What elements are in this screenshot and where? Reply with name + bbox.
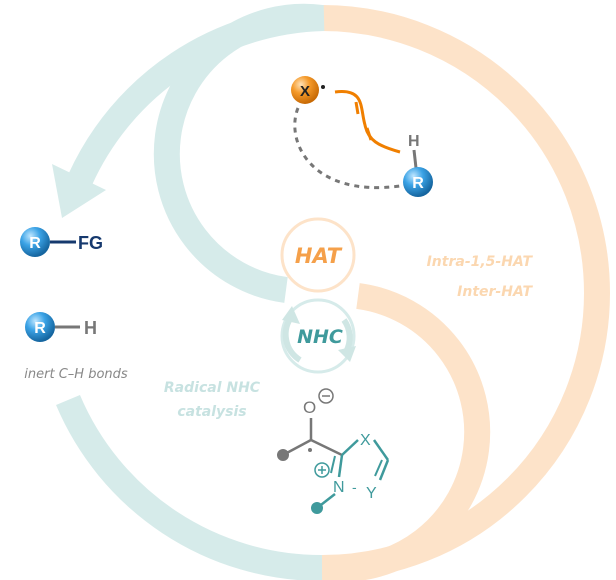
radical-dot-c [308, 448, 312, 452]
x-radical-sphere [291, 76, 319, 104]
h-top-label: H [408, 133, 420, 150]
intra-hat-label: Intra-1,5-HAT [427, 254, 534, 270]
hat-arrow [334, 90, 401, 154]
hat-circle [280, 217, 356, 293]
inter-hat-label: Inter-HAT [457, 284, 533, 300]
c-ring-bond [310, 438, 343, 457]
ring-n-c2-double [330, 455, 336, 474]
nhc-label: NHC [297, 326, 343, 348]
radical-nhc-label-1: Radical NHC [164, 380, 261, 396]
r-h-top-bond [412, 149, 418, 169]
orange-inner-arc [320, 283, 491, 580]
nhc-arrowhead-right [338, 346, 356, 362]
ring-c2-x [341, 439, 359, 456]
r-sphere-top [403, 167, 433, 197]
r-sphere-fg [20, 227, 50, 257]
r-top-symbol: R [412, 175, 424, 192]
r-h-symbol: R [34, 320, 46, 337]
inert-bonds-label: inert C–H bonds [24, 367, 128, 382]
minus-charge [318, 388, 334, 404]
teal-lower-arc [56, 394, 323, 580]
hat-barb-2 [365, 127, 373, 141]
nhc-circle [280, 298, 356, 374]
ring-y-label: Y [366, 485, 377, 502]
radical-dot-x [321, 85, 325, 89]
ring-c5-c4-double [374, 459, 383, 477]
orange-outer-arc [321, 5, 610, 580]
n-substituent-ball [311, 502, 323, 514]
ring-n-label: N [333, 479, 345, 496]
teal-outer-arc [68, 5, 325, 186]
nhc-arrowhead-left [282, 306, 300, 324]
x-radical-symbol: X [300, 83, 310, 100]
hat-barb-1 [354, 101, 360, 115]
teal-arrow-head [52, 164, 106, 218]
hat-label: HAT [295, 244, 343, 268]
dashed-tether [293, 107, 401, 190]
ring-c5-c4 [378, 459, 390, 481]
r-sphere-h [25, 312, 55, 342]
plus-charge [314, 462, 330, 478]
ring-n-c2 [337, 454, 344, 478]
oxygen-label: O [303, 398, 316, 417]
ring-x-c5 [372, 439, 390, 461]
h-left-label: H [84, 318, 97, 338]
ring-x-label: X [360, 432, 371, 449]
ring-dash: - [352, 479, 357, 495]
teal-inner-arc [153, 3, 324, 303]
methyl-ball [277, 449, 289, 461]
radical-nhc-label-2: catalysis [177, 404, 246, 420]
r-fg-symbol: R [29, 235, 41, 252]
fg-label: FG [78, 233, 103, 253]
